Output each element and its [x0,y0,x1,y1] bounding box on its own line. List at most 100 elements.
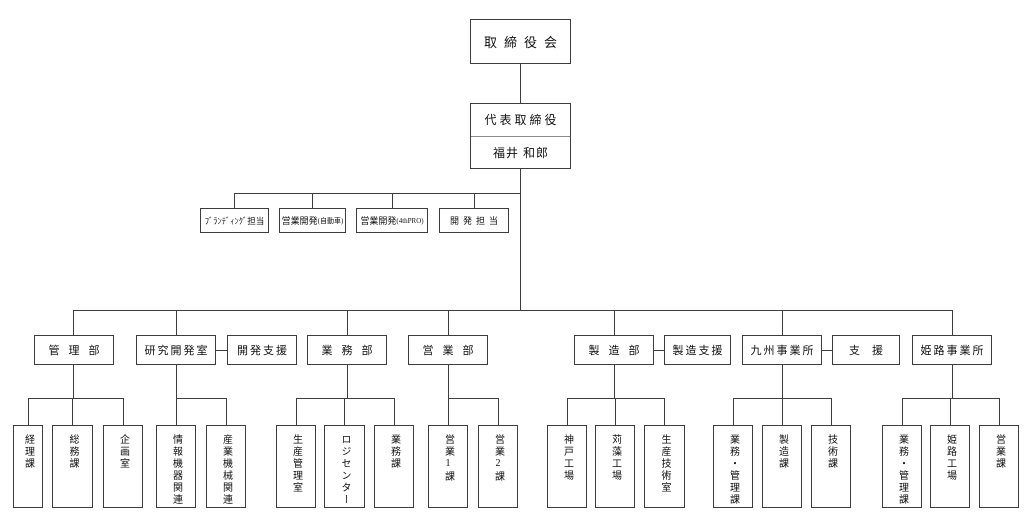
representative-director-name: 福井 和郎 [492,145,549,160]
representative-director-title-cell: 代表取締役 [471,104,570,136]
dept-rnd-office-box: 研究開発室 [136,335,216,365]
dept-himeji-office-box: 姫路事業所 [912,335,992,365]
sales-dev-4thpro-box: 営業開発(4thPRO) [356,208,428,233]
section-planning-label: 企画室 [117,434,129,470]
connector-line [394,398,395,425]
section-production-control-box: 生産管理室 [276,425,316,508]
section-himeji-plant-label: 姫路工場 [944,434,956,482]
branding-staff-box: ﾌﾞﾗﾝﾃﾞｨﾝｸﾞ担当 [200,208,269,233]
connector-line [520,169,521,310]
section-karumo-plant-label: 苅藻工場 [609,434,621,482]
representative-director-title: 代表取締役 [484,113,560,128]
dept-rnd-office-label: 研究開発室 [144,345,210,357]
sales-dev-auto-label: 営業開発 [281,216,318,226]
section-kyushu-admin-label: 業務・管理課 [727,434,739,506]
connector-line [347,310,348,335]
connector-line [226,398,227,425]
connector-line [296,398,297,425]
connector-line [952,310,953,335]
representative-director-name-cell: 福井 和郎 [471,135,570,169]
board-of-directors-label: 取締役会 [483,35,564,50]
section-himeji-plant-box: 姫路工場 [930,425,970,508]
support-kyushu-box: 支援 [832,335,900,365]
section-info-equipment-box: 情報機器関連 [156,425,196,508]
section-himeji-admin-label: 業務・管理課 [896,434,908,506]
connector-line [448,365,449,398]
dept-operations-box: 業務部 [307,335,387,365]
section-himeji-admin-box: 業務・管理課 [882,425,922,508]
connector-line [614,310,615,335]
section-production-engineering-label: 生産技術室 [659,434,670,494]
dept-kyushu-office-label: 九州事業所 [750,345,816,357]
connector-line [123,398,124,425]
connector-line [654,350,664,351]
support-manufacturing-label: 製造支援 [672,345,725,357]
connector-line [28,398,29,425]
section-production-control-label: 生産管理室 [290,434,302,494]
section-logistics-center-box: ロジセンター [324,425,365,508]
section-karumo-plant-box: 苅藻工場 [595,425,635,508]
section-kobe-plant-label: 神戸工場 [561,434,573,482]
connector-line [902,398,999,399]
section-kyushu-manufacturing-label: 製造課 [776,434,788,470]
development-staff-label: 開発担当 [449,216,502,226]
section-kobe-plant-box: 神戸工場 [547,425,587,508]
section-kyushu-admin-box: 業務・管理課 [713,425,753,508]
connector-line [234,193,235,208]
section-production-engineering-box: 生産技術室 [644,425,685,508]
development-staff-box: 開発担当 [439,208,509,233]
connector-line [234,193,521,194]
section-accounting-label: 経理課 [22,434,34,470]
section-sales-1-box: 営業1課 [428,425,468,508]
section-kyushu-engineering-box: 技術課 [811,425,851,508]
section-general-affairs-box: 総務課 [52,425,93,508]
section-planning-box: 企画室 [103,425,143,508]
dept-sales-label: 営業部 [422,345,483,357]
dept-kyushu-office-box: 九州事業所 [742,335,822,365]
support-kyushu-label: 支援 [849,345,895,357]
connector-line [614,365,615,398]
connector-line [344,398,345,425]
connector-line [392,193,393,208]
connector-line [176,365,177,398]
connector-line [733,398,831,399]
section-accounting-box: 経理課 [13,425,43,508]
dept-sales-box: 営業部 [408,335,488,365]
connector-line [733,398,734,425]
connector-line [474,193,475,208]
connector-line [952,365,953,398]
dept-himeji-office-label: 姫路事業所 [920,345,986,357]
sales-dev-4thpro-label: 営業開発 [360,216,397,226]
connector-line [28,398,123,399]
section-logistics-center-label: ロジセンター [339,434,350,506]
dept-manufacturing-label: 製造部 [588,345,649,357]
connector-line [782,365,783,398]
connector-line [176,398,226,399]
connector-line [902,398,903,425]
section-sales-2-label: 営業2課 [492,434,504,483]
connector-line [176,398,177,425]
sales-dev-auto-box: 営業開発(自動車) [279,208,346,233]
connector-line [73,310,953,311]
dept-manufacturing-box: 製造部 [574,335,654,365]
connector-line [498,398,499,425]
support-development-label: 開発支援 [237,345,289,357]
board-of-directors-box: 取締役会 [470,19,571,64]
branding-staff-label: ﾌﾞﾗﾝﾃﾞｨﾝｸﾞ担当 [204,215,265,226]
connector-line [822,350,832,351]
connector-line [520,64,521,103]
sales-dev-4thpro-sub: (4thPRO) [396,216,424,225]
section-kyushu-engineering-label: 技術課 [825,434,837,470]
connector-line [782,398,783,425]
connector-line [73,365,74,398]
section-sales-1-label: 営業1課 [442,434,454,483]
section-industrial-machinery-box: 産業機械関連 [206,425,246,508]
connector-line [567,398,568,425]
connector-line [448,398,498,399]
dept-operations-label: 業務部 [321,345,382,357]
support-manufacturing-box: 製造支援 [664,335,731,365]
connector-line [950,398,951,425]
section-himeji-sales-label: 営業課 [993,434,1005,470]
section-operations-box: 業務課 [374,425,414,508]
